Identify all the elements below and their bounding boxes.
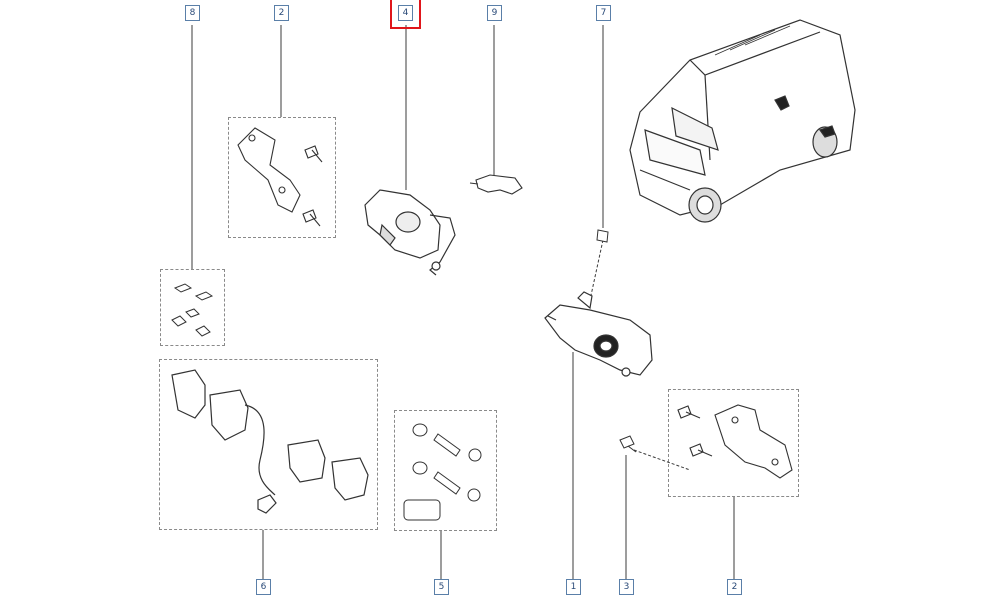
callout-8[interactable]: 8 — [185, 5, 200, 21]
callout-4-selected[interactable]: 4 — [390, 0, 421, 29]
callout-5[interactable]: 5 — [434, 579, 449, 595]
group-box-bracket-kit — [228, 117, 336, 238]
sensor-bracket-icon — [469, 174, 523, 195]
bolt-icon — [619, 435, 637, 453]
callout-6[interactable]: 6 — [256, 579, 271, 595]
callout-9[interactable]: 9 — [487, 5, 502, 21]
callout-7[interactable]: 7 — [596, 5, 611, 21]
brake-caliper-assembly-icon — [544, 291, 653, 377]
caliper-bracket-icon — [237, 127, 323, 227]
leader-dash-bolt — [633, 449, 691, 471]
callout-3[interactable]: 3 — [619, 579, 634, 595]
brake-caliper-icon — [364, 189, 456, 276]
callout-2-bottom[interactable]: 2 — [727, 579, 742, 595]
group-box-carrier-kit — [668, 389, 799, 497]
leader-line-7b — [589, 239, 604, 301]
group-box-clip-kit — [160, 269, 225, 346]
seal-kit-icon — [403, 423, 482, 521]
group-box-seal-kit — [394, 410, 497, 531]
group-box-pad-set — [159, 359, 378, 530]
callout-2-top[interactable]: 2 — [274, 5, 289, 21]
brake-pads-icon — [171, 369, 369, 514]
callout-1[interactable]: 1 — [566, 579, 581, 595]
caliper-carrier-icon — [677, 404, 793, 479]
van-illustration — [629, 19, 856, 223]
bleed-screw-icon — [596, 229, 609, 243]
clip-kit-icon — [171, 283, 214, 337]
